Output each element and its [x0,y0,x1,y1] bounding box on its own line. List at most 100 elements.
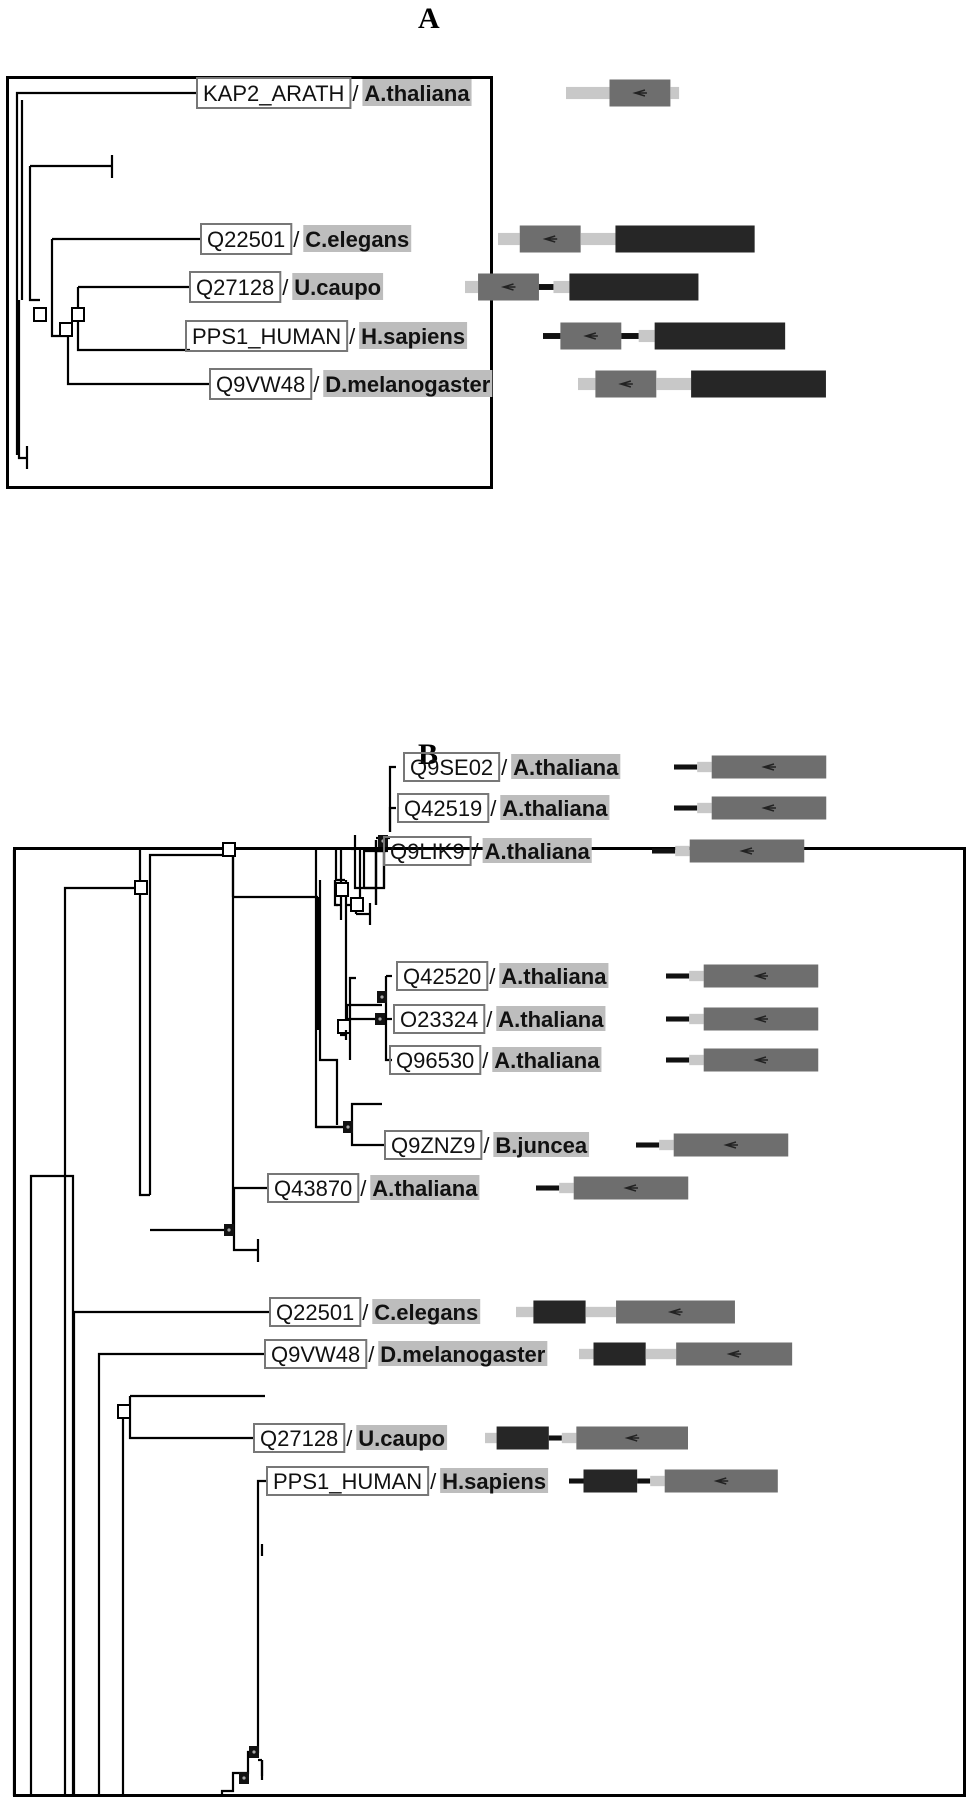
separator-slash: / [489,964,496,989]
species-highlight [362,79,472,106]
species-label: A.thaliana [501,964,607,989]
domain-segment-lt [689,970,704,982]
node-marker-open [33,307,47,322]
domain-segment-lt [659,1139,674,1151]
species-label: A.thaliana [494,1048,600,1073]
panel-b-label: B [418,738,439,771]
node-marker-open [117,1404,131,1419]
species-highlight [511,754,621,779]
species-highlight [482,838,592,863]
domain-segment-bl [666,973,690,979]
branch-line [29,1174,75,1796]
separator-slash: / [293,227,300,252]
separator-slash: / [360,1176,367,1201]
branch-line [76,287,190,352]
tree-branches-panel-a [15,91,210,469]
domain-segment-lt [465,280,479,294]
domain-segment-bl [637,1478,651,1484]
species-highlight [378,1341,548,1366]
domain-segment-dk [654,322,786,350]
domain-segment-lt [675,845,690,857]
domain-segment-lt [566,86,610,100]
domain-segment-lt [645,1348,677,1360]
branch-line [66,336,210,386]
separator-slash: / [349,324,356,349]
node-marker-open [222,842,236,857]
protein-id-box [403,752,501,782]
protein-id-box [209,368,313,400]
branch-line [232,1230,258,1252]
branch-line [138,888,150,1197]
protein-id-box [389,1045,482,1075]
protein-id-label: Q27128 [260,1426,338,1451]
domain-segment-dk [533,1300,586,1324]
protein-id-label: O23324 [400,1007,478,1032]
separator-slash: / [486,1007,493,1032]
domain-motif-glyph [632,89,647,97]
protein-id-box [383,836,472,866]
protein-id-box [200,223,293,255]
tree-branches-panel-b [12,765,396,1796]
branch-line [350,1102,382,1127]
node-marker-dot [252,1750,256,1754]
protein-id-label: Q42520 [403,964,481,989]
separator-slash: / [282,275,289,300]
domain-segment-bl [674,764,698,770]
species-label: A.thaliana [513,755,619,780]
protein-id-box [396,961,489,991]
separator-slash: / [362,1300,369,1325]
domain-segment-bl [621,333,639,339]
leaf-labels: KAP2_ARATH/A.thalianaQ22501/C.elegansQ27… [185,77,621,1496]
branch-line [374,849,384,905]
domain-segment-lt [670,86,680,100]
domain-segment-bl [548,1435,562,1441]
separator-slash: / [346,1426,353,1451]
branch-line [128,1396,254,1440]
protein-id-label: Q9SE02 [410,755,493,780]
species-label: A.thaliana [364,81,470,106]
domain-motif-glyph [667,1308,683,1316]
species-label: A.thaliana [498,1007,604,1032]
branch-line [148,853,228,1195]
node-marker-open [71,307,85,322]
protein-id-label: Q43870 [274,1176,352,1201]
protein-id-box [397,793,490,823]
domain-motif-glyph [726,1350,742,1358]
species-label: H.sapiens [361,324,465,349]
branch-line [388,765,396,832]
branch-line [228,853,235,1232]
domain-motif-glyph [753,972,768,980]
species-highlight [370,1175,480,1200]
species-highlight [323,370,493,397]
domain-segment-lt [650,1475,665,1487]
protein-id-box [266,1466,430,1496]
node-marker-dot [346,1125,350,1129]
protein-id-label: Q96530 [396,1048,474,1073]
domain-segment-bl [666,1016,690,1022]
separator-slash: / [483,1133,490,1158]
panel-b-frame [13,847,966,1797]
species-label: U.caupo [294,275,381,300]
species-label: U.caupo [358,1426,445,1451]
species-highlight [492,1047,602,1072]
protein-id-box [189,271,282,303]
protein-id-label: Q22501 [207,227,285,252]
domain-motif-glyph [713,1477,729,1485]
domain-segment-lt [578,377,596,391]
species-highlight [303,225,412,252]
domain-segment-lt [689,1054,704,1066]
separator-slash: / [368,1342,375,1367]
domain-segment-dk [615,225,755,253]
branch-line [63,886,140,1796]
protein-id-label: Q22501 [276,1300,354,1325]
species-highlight [356,1425,448,1450]
species-label: D.melanogaster [325,372,490,397]
node-marker-open [350,897,364,912]
domain-segment-dk [593,1342,646,1366]
species-highlight [440,1468,549,1493]
protein-id-box [253,1423,346,1453]
domain-segment-bl [652,848,676,854]
domain-segment-lt [697,802,712,814]
species-label: A.thaliana [372,1176,478,1201]
species-label: A.thaliana [502,796,608,821]
